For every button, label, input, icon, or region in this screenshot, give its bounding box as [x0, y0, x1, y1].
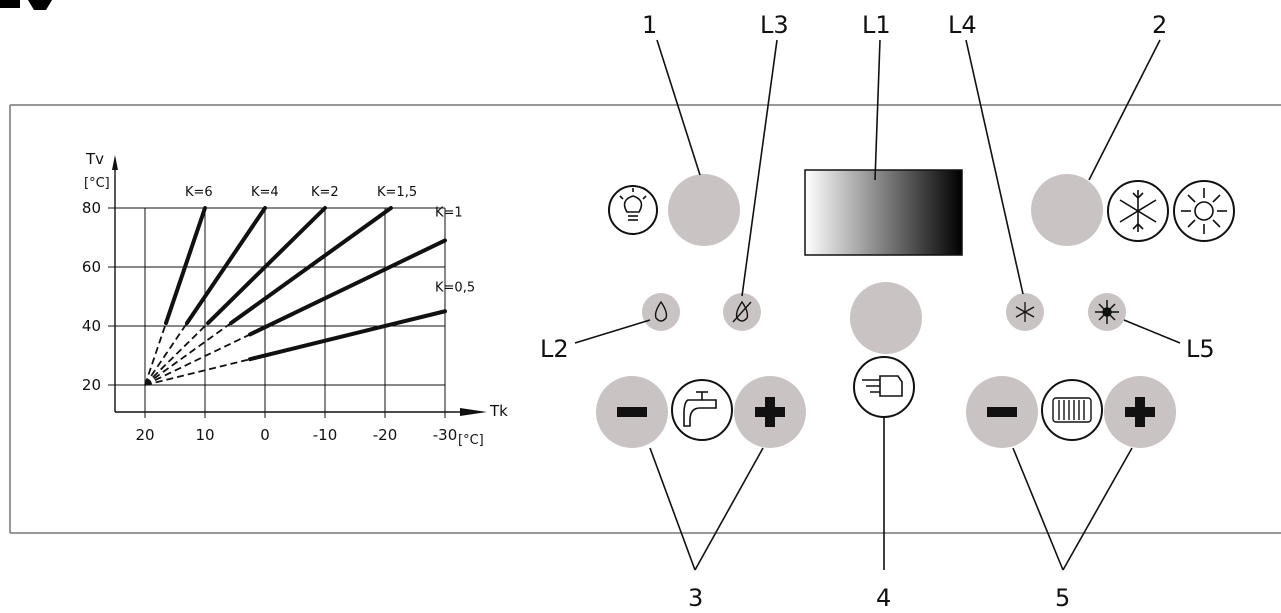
minus-icon: [987, 407, 1017, 417]
lamp-icon: [608, 185, 658, 235]
display-l1: [804, 169, 963, 256]
series-label: K=1: [435, 205, 463, 220]
curve-K=4: [185, 206, 267, 326]
callout-leaders: [574, 39, 1181, 571]
y-tick-label: 60: [82, 258, 101, 276]
cropped-heading-fragment: [0, 0, 52, 10]
sun-glyph: [1181, 188, 1227, 234]
curve-K=1,5-dashed: [144, 322, 232, 386]
x-tick-label: -30: [433, 426, 458, 444]
x-axis-arrow: [460, 408, 487, 416]
x-tick-label: 20: [135, 426, 154, 444]
snowflake-glyph: [1119, 190, 1157, 232]
tap-icon: [671, 379, 733, 441]
callout-1: 1: [642, 11, 657, 39]
y-tick-label: 40: [82, 317, 101, 335]
plus-icon: [755, 397, 785, 427]
heating-curve-chart: 20 10 0 -10 -20 -30 80 60 40 20 K=6 K=4 K=2 K=1,5K=1…: [82, 150, 508, 448]
led-snowflake-icon: [1015, 302, 1035, 322]
plus-icon: [1125, 397, 1155, 427]
curve-K=6: [164, 206, 207, 326]
radiator-icon: [1041, 379, 1103, 441]
x-tick-label: 0: [260, 426, 270, 444]
series-label: K=0,5: [435, 280, 475, 295]
hand-icon: [853, 356, 915, 418]
y-axis-arrow: [112, 155, 118, 170]
lamp-icon-glyph: [619, 188, 647, 221]
curve-K=1: [248, 238, 447, 337]
x-tick-label: -20: [373, 426, 398, 444]
button-4-center[interactable]: [850, 282, 922, 354]
series-label: K=6: [185, 185, 213, 200]
radiator-glyph: [1052, 397, 1092, 423]
callout-l2: L2: [540, 335, 569, 363]
y-tick-label: 20: [82, 376, 101, 394]
flame-off-icon: [732, 300, 752, 323]
chart-tick-labels: 20 10 0 -10 -20 -30 80 60 40 20: [82, 199, 457, 444]
callout-3: 3: [688, 584, 703, 612]
flame-icon: [654, 300, 668, 322]
button-2-mode[interactable]: [1031, 174, 1103, 246]
curve-K=2: [206, 206, 327, 326]
x-tick-label: -10: [313, 426, 338, 444]
callout-l3: L3: [760, 11, 789, 39]
curve-K=1-dashed: [144, 333, 251, 386]
x-axis-title: Tk: [489, 402, 508, 420]
series-label: K=2: [311, 185, 339, 200]
hand-glyph: [862, 375, 903, 397]
curve-K=0,5: [248, 309, 447, 362]
y-axis-unit: [°C]: [84, 176, 110, 191]
callout-l4: L4: [948, 11, 977, 39]
led-sun-icon: [1095, 300, 1119, 324]
minus-icon: [617, 407, 647, 417]
led-l2-flame: [642, 293, 680, 331]
y-axis-title: Tv: [85, 150, 104, 168]
y-tick-label: 80: [82, 199, 101, 217]
callout-5: 5: [1055, 584, 1070, 612]
button-1-lamp[interactable]: [668, 174, 740, 246]
curve-K=4-dashed: [144, 322, 188, 386]
curve-K=1,5: [229, 206, 393, 326]
callout-4: 4: [876, 584, 891, 612]
series-label: K=1,5: [377, 185, 417, 200]
callout-l1: L1: [862, 11, 891, 39]
callout-l5: L5: [1186, 335, 1215, 363]
curve-K=2-dashed: [144, 322, 209, 386]
series-label: K=4: [251, 185, 279, 200]
x-axis-unit: [°C]: [458, 433, 484, 448]
chart-curves: [144, 206, 447, 386]
chart-series-labels: K=6 K=4 K=2 K=1,5K=1K=0,5: [185, 185, 475, 295]
curve-K=0,5-dashed: [144, 358, 251, 386]
x-tick-label: 10: [195, 426, 214, 444]
callout-2: 2: [1152, 11, 1167, 39]
tap-glyph: [683, 391, 717, 427]
